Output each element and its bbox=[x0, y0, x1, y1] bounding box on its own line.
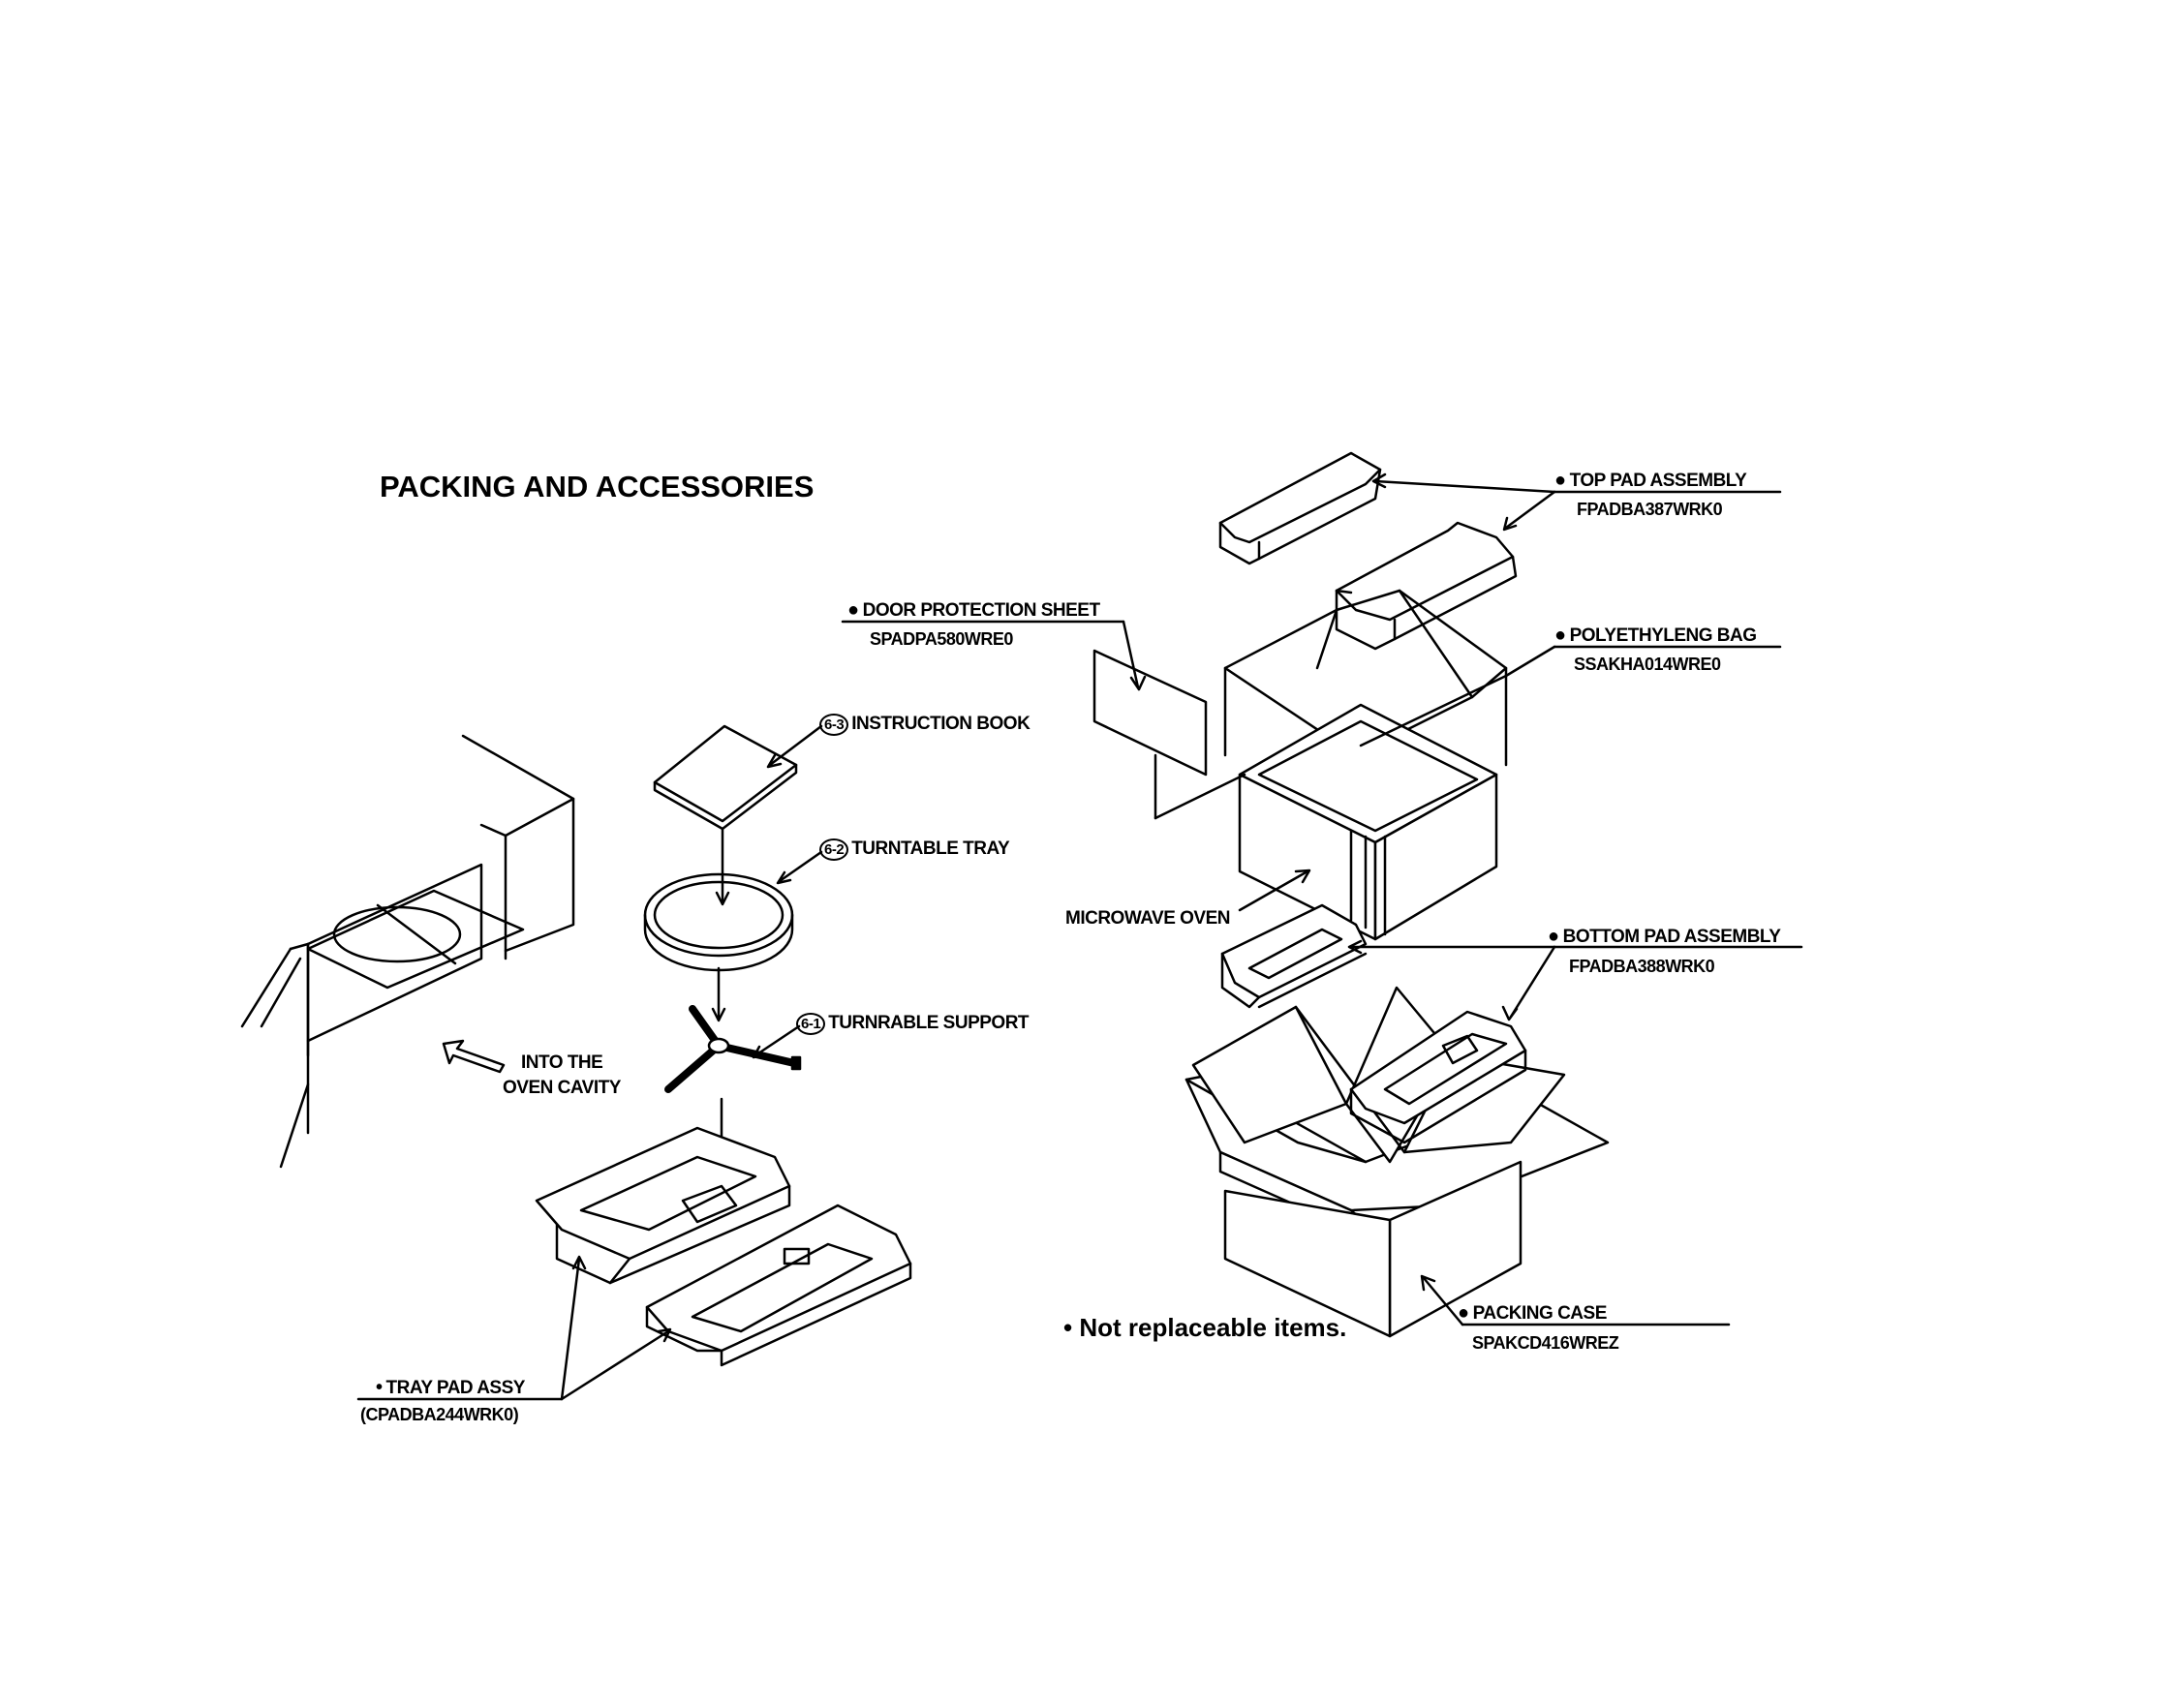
bullet: ● bbox=[1554, 470, 1566, 491]
item-number-badge: 6-1 bbox=[796, 1013, 826, 1035]
into-cavity-arrow bbox=[442, 1039, 506, 1074]
small-bullet: • bbox=[376, 1377, 383, 1398]
door-sheet-name: DOOR PROTECTION SHEET bbox=[862, 600, 1100, 621]
tray-pad-name: TRAY PAD ASSY bbox=[385, 1378, 526, 1398]
bullet: ● bbox=[1458, 1302, 1469, 1324]
callout-bottom-pad: ●BOTTOM PAD ASSEMBLY bbox=[1548, 926, 1781, 947]
callout-door-sheet: ●DOOR PROTECTION SHEET bbox=[847, 600, 1100, 620]
top-pad-drawing bbox=[1218, 451, 1518, 651]
turntable-tray-drawing bbox=[643, 872, 794, 972]
poly-bag-part: SSAKHA014WRE0 bbox=[1574, 655, 1721, 674]
page-title: PACKING AND ACCESSORIES bbox=[380, 470, 815, 503]
item-number-badge: 6-3 bbox=[819, 714, 849, 736]
bottom-pad-name: BOTTOM PAD ASSEMBLY bbox=[1562, 927, 1781, 947]
poly-bag-name: POLYETHYLENG BAG bbox=[1569, 625, 1757, 646]
bullet: ● bbox=[847, 599, 859, 621]
bullet: ● bbox=[1554, 625, 1566, 646]
tray-pad-drawing bbox=[535, 1126, 912, 1367]
callout-top-pad: ●TOP PAD ASSEMBLY bbox=[1554, 470, 1747, 491]
door-sheet-part: SPADPA580WRE0 bbox=[870, 629, 1013, 649]
turntable-support-drawing bbox=[664, 1005, 802, 1093]
into-oven-line1: INTO THE bbox=[521, 1052, 603, 1073]
note-text: Not replaceable items. bbox=[1079, 1313, 1347, 1342]
top-pad-part: FPADBA387WRK0 bbox=[1577, 500, 1723, 519]
microwave-oven-drawing bbox=[1238, 703, 1498, 941]
bottom-pad-part: FPADBA388WRK0 bbox=[1569, 957, 1715, 976]
bottom-pad-upper-drawing bbox=[1349, 1010, 1527, 1144]
instruction-book-name: INSTRUCTION BOOK bbox=[851, 714, 1030, 734]
callout-packing-case: ●PACKING CASE bbox=[1458, 1303, 1607, 1323]
into-oven-line2: OVEN CAVITY bbox=[503, 1078, 621, 1098]
leader-lines bbox=[356, 472, 1803, 1401]
door-sheet-drawing bbox=[1092, 649, 1246, 820]
callout-tray-pad: •TRAY PAD ASSY bbox=[376, 1378, 525, 1397]
item-number-badge: 6-2 bbox=[819, 838, 849, 861]
packing-case-drawing bbox=[1184, 986, 1610, 1338]
packing-case-part: SPAKCD416WREZ bbox=[1472, 1333, 1619, 1353]
packing-case-name: PACKING CASE bbox=[1472, 1303, 1608, 1324]
tray-pad-part: (CPADBA244WRK0) bbox=[360, 1405, 519, 1424]
instruction-book-drawing bbox=[653, 724, 798, 831]
callout-microwave-oven: MICROWAVE OVEN bbox=[1065, 908, 1231, 929]
callout-poly-bag: ●POLYETHYLENG BAG bbox=[1554, 625, 1757, 645]
bullet: ● bbox=[1548, 926, 1559, 947]
bottom-pad-lower-drawing bbox=[1220, 903, 1368, 1009]
not-replaceable-note: • Not replaceable items. bbox=[1063, 1315, 1346, 1340]
small-bullet: • bbox=[1063, 1313, 1073, 1342]
turntable-support-name: TURNRABLE SUPPORT bbox=[828, 1013, 1030, 1033]
oven-partial-drawing bbox=[240, 734, 575, 1169]
top-pad-name: TOP PAD ASSEMBLY bbox=[1569, 471, 1747, 491]
turntable-tray-name: TURNTABLE TRAY bbox=[851, 838, 1010, 859]
